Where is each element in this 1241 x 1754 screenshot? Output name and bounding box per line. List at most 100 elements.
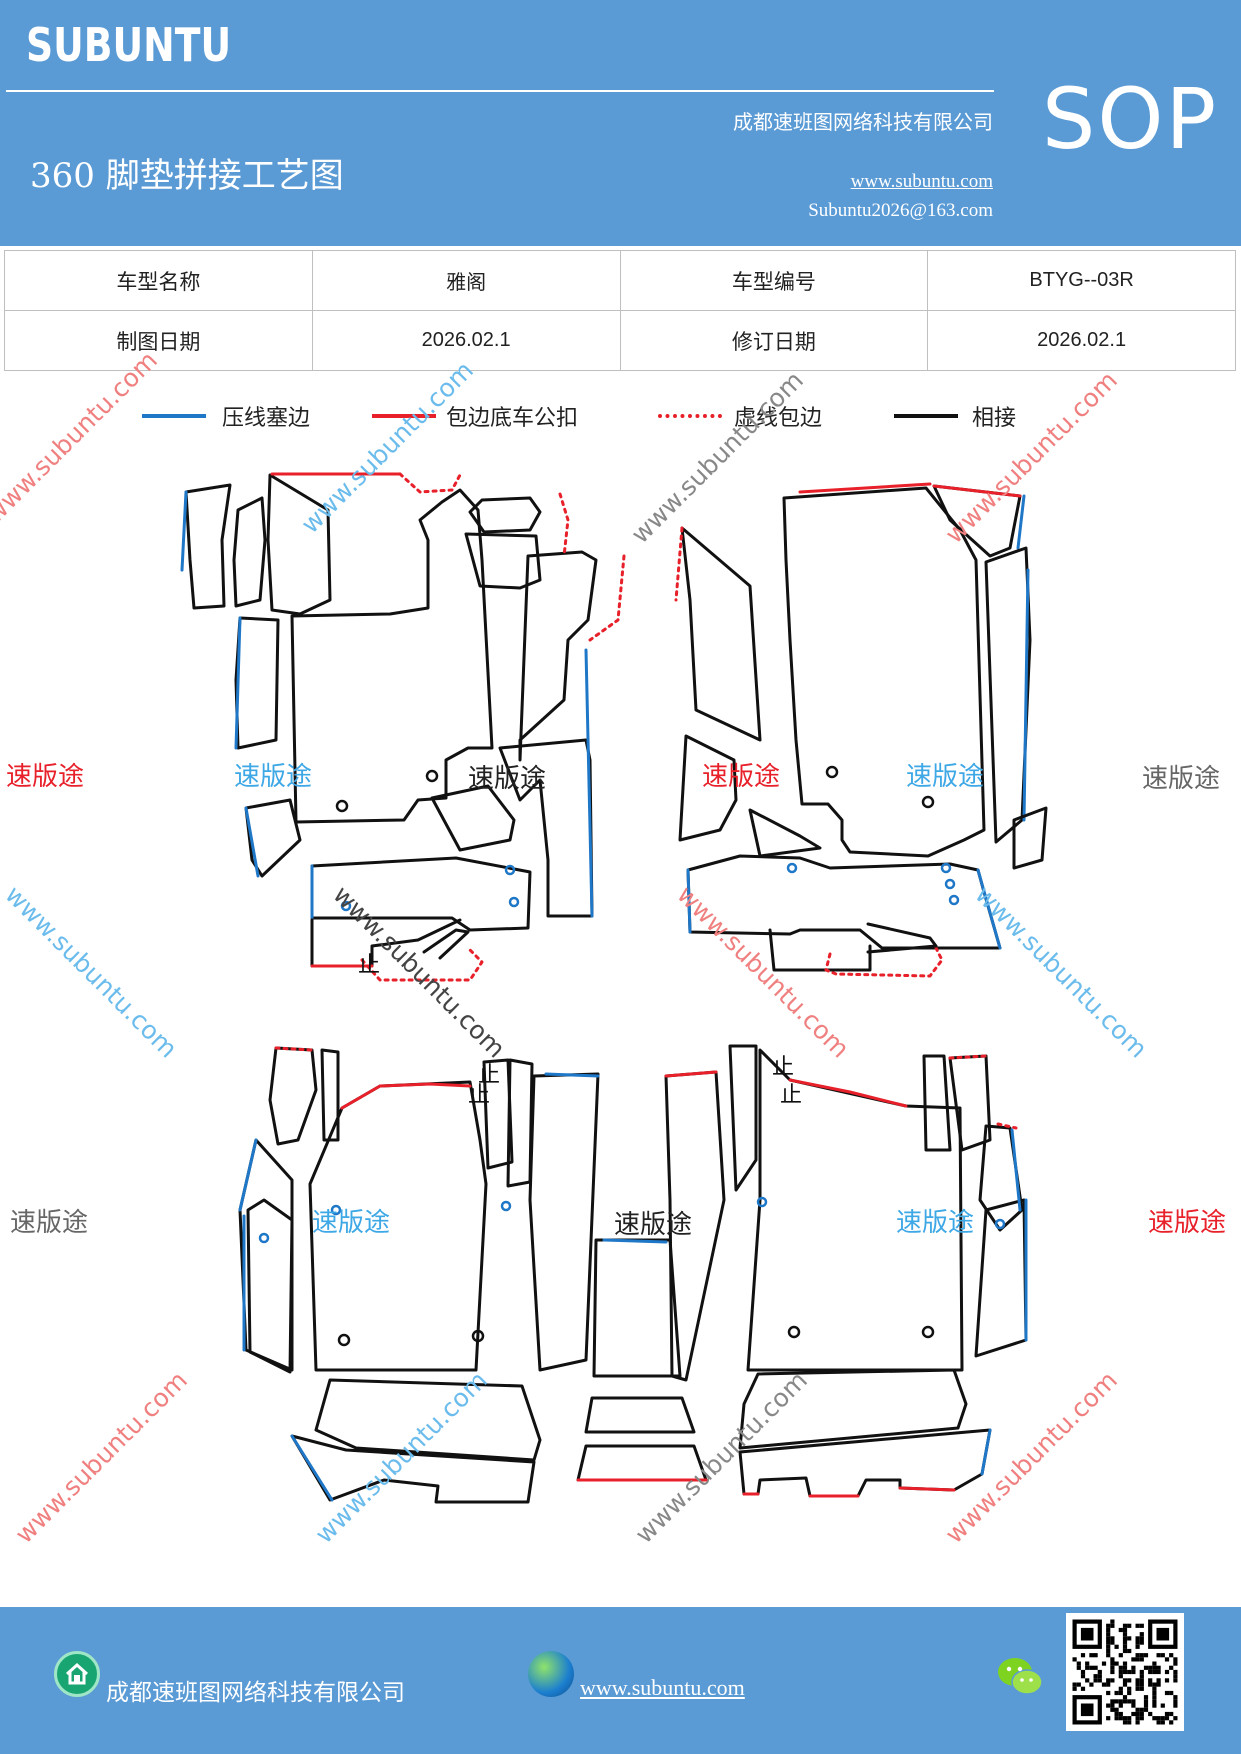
mat-piece [234,616,280,750]
mat-set-top-right [674,482,1048,978]
mat-piece [232,496,267,608]
footer-website-link[interactable]: www.subuntu.com [580,1675,745,1700]
label-revise-date: 修订日期 [619,310,929,371]
mat-piece [544,1072,600,1078]
mat-piece [686,854,1002,950]
mat-piece [922,1054,952,1152]
label-draw-date: 制图日期 [4,310,313,371]
legend-item-press-edge: 压线塞边 [142,400,372,440]
mat-piece [782,486,986,858]
header-divider [6,90,994,92]
mat-piece [290,488,494,824]
page-title: 360 脚垫拼接工艺图 [30,156,344,196]
watermark: 速版途 [1148,1208,1227,1238]
mat-piece [238,1138,258,1212]
label-model-name: 车型名称 [4,250,313,311]
mat-piece [464,532,542,590]
mat-piece [584,1396,696,1434]
mat-piece [588,554,626,642]
mat-piece [290,1434,536,1504]
mat-piece [528,1072,600,1372]
legend-swatch-blue [142,414,206,418]
table-row: 制图日期 2026.02.1 修订日期 2026.02.1 [4,310,1236,371]
home-icon [54,1651,100,1697]
mat-piece [742,1486,956,1498]
mat-piece [314,1378,542,1462]
mat-piece [266,473,332,616]
mat-piece [824,946,944,978]
mat-piece [996,1122,1018,1130]
mat-piece [268,1046,318,1146]
mat-piece [234,616,242,750]
mat-piece [686,868,692,934]
mat-piece [974,1198,1028,1358]
watermark: 速版途 [614,1210,693,1240]
mat-piece [274,1046,314,1052]
header-banner: SUBUNTU 360 脚垫拼接工艺图 成都速班图网络科技有限公司 www.su… [0,0,1241,246]
mat-piece [678,734,738,842]
mat-piece [932,484,1022,498]
stop-mark: 止 [358,953,380,978]
mat-piece [360,948,484,982]
legend-item-wrap-buckle: 包边底车公扣 [372,400,652,440]
wechat-icon[interactable] [996,1655,1044,1699]
watermark: 速版途 [1142,764,1221,794]
sop-badge: SOP [1042,70,1219,168]
watermark: 速版途 [896,1208,975,1238]
stop-mark: 止 [772,1055,794,1080]
legend-label: 包边底车公扣 [446,406,579,431]
mat-piece [978,1124,1024,1232]
header-email: Subuntu2026@163.com [808,200,993,221]
mat-piece [1022,568,1030,822]
mat-piece [738,1428,992,1498]
mat-piece [1010,1128,1022,1212]
watermark: 速版途 [702,762,781,792]
floor-mat-diagram: 止 止 止 止 止 [180,472,1048,1504]
mat-piece [244,806,260,878]
legend-swatch-red [372,414,436,418]
mat-piece [310,856,532,932]
mat-piece [976,868,1002,950]
mat-piece [398,472,462,494]
footer-company: 成都速班图网络科技有限公司 [106,1680,405,1706]
legend-label: 压线塞边 [222,406,311,431]
mat-piece [340,1082,472,1110]
mat-piece [584,648,594,918]
value-draw-date: 2026.02.1 [311,310,621,371]
footer-banner: 成都速班图网络科技有限公司 www.subuntu.com [0,1607,1241,1754]
mat-piece [1016,494,1026,550]
info-table: 车型名称 雅阁 车型编号 BTYG--03R 制图日期 2026.02.1 修订… [4,250,1236,371]
mat-piece [320,1048,340,1142]
mat-piece [430,784,516,852]
mat-piece [980,1428,992,1476]
label-model-code: 车型编号 [619,250,929,311]
qr-code [1066,1613,1184,1731]
mat-set-top-left [180,472,626,982]
mat-piece [290,1434,334,1502]
value-model-code: BTYG--03R [927,250,1236,311]
mat-piece [680,526,762,742]
mat-piece [602,1238,668,1244]
mat-piece [184,483,232,610]
mat-piece [1012,806,1048,870]
value-revise-date: 2026.02.1 [927,310,1236,371]
mat-piece [482,1058,514,1170]
legend-label: 虚线包边 [734,406,823,431]
watermark: 速版途 [906,762,985,792]
legend-item-dotted-wrap: 虚线包边 [658,400,888,440]
mat-piece [310,918,462,968]
legend-label: 相接 [972,406,1017,431]
watermark: 速版途 [312,1208,391,1238]
globe-icon [528,1651,574,1697]
stop-mark: 止 [478,1063,500,1088]
mat-piece [948,1054,988,1060]
mat-piece [422,928,470,960]
legend-swatch-black [894,414,958,418]
mat-set-bottom-left [238,1046,708,1504]
header-website-link[interactable]: www.subuntu.com [850,171,993,192]
mat-piece [468,496,542,534]
mat-piece [592,1238,682,1378]
header-company: 成都速班图网络科技有限公司 [733,110,993,134]
mat-piece [558,492,570,558]
stop-mark: 止 [468,1083,490,1108]
